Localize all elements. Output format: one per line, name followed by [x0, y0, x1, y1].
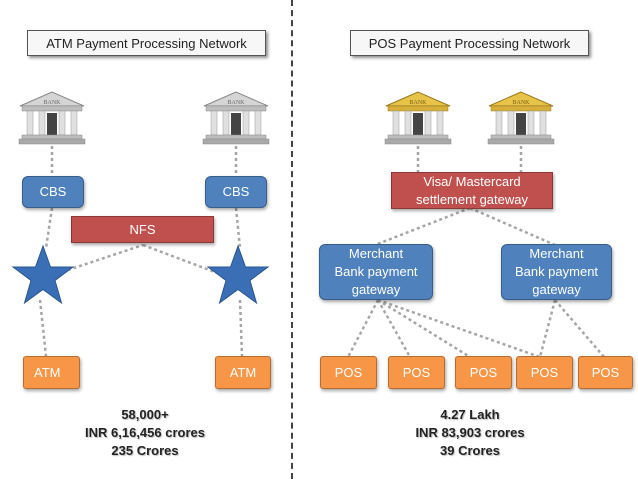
- svg-text:BANK: BANK: [409, 100, 427, 106]
- merchant-gateway-box-left: Merchant Bank payment gateway: [319, 244, 433, 300]
- merchant-to-pos-link-1: [346, 299, 380, 358]
- pos-section-title: POS Payment Processing Network: [350, 30, 589, 56]
- bank-icon-pos-left: BANK: [384, 91, 452, 145]
- star-switch-icon-left: [11, 244, 75, 305]
- merchant-to-pos-link-3: [377, 298, 471, 359]
- section-divider: [291, 0, 293, 479]
- atm-stat-volume: 235 Crores: [111, 443, 179, 458]
- bank-icon-atm-left: BANK: [18, 91, 86, 145]
- merchant-to-pos-link-5: [538, 299, 557, 358]
- cbs-box-left: CBS: [22, 176, 84, 208]
- pos-terminal-1: POS: [320, 356, 377, 389]
- merchant-to-pos-link-6: [554, 299, 605, 358]
- merchant-to-pos-link-4: [377, 298, 541, 359]
- atm-terminal-left: ATM: [23, 356, 80, 389]
- pos-stats: 4.27 Lakh INR 83,903 crores 39 Crores: [385, 406, 555, 460]
- pos-stat-count: 4.27 Lakh: [440, 407, 500, 422]
- atm-stat-value: INR 6,16,456 crores: [85, 425, 205, 440]
- pos-terminal-4: POS: [516, 356, 573, 389]
- pos-terminal-5: POS: [578, 356, 633, 389]
- cbs-to-switch-link-left: [44, 207, 54, 249]
- switch-to-atm-link-right: [238, 299, 244, 357]
- settlement-to-merchant-link-left: [374, 206, 471, 247]
- settlement-to-merchant-link-right: [469, 206, 556, 247]
- atm-stat-count: 58,000+: [121, 407, 169, 422]
- settlement-gateway-box: Visa/ Mastercard settlement gateway: [391, 172, 553, 209]
- switch-to-nfs-link-left: [61, 243, 144, 274]
- atm-stats: 58,000+ INR 6,16,456 crores 235 Crores: [60, 406, 230, 460]
- svg-text:BANK: BANK: [227, 100, 245, 106]
- atm-section-title: ATM Payment Processing Network: [27, 30, 266, 56]
- merchant-to-pos-link-2: [376, 299, 412, 358]
- star-switch-icon-right: [206, 244, 270, 305]
- bank-icon-atm-right: BANK: [202, 91, 270, 145]
- pos-terminal-2: POS: [388, 356, 445, 389]
- pos-stat-volume: 39 Crores: [440, 443, 500, 458]
- switch-to-nfs-link-right: [142, 243, 221, 276]
- atm-terminal-right: ATM: [215, 356, 271, 389]
- svg-text:BANK: BANK: [512, 100, 530, 106]
- svg-text:BANK: BANK: [43, 100, 61, 106]
- switch-to-atm-link-left: [38, 299, 48, 357]
- bank-icon-pos-right: BANK: [487, 91, 555, 145]
- cbs-to-switch-link-right: [234, 207, 242, 249]
- nfs-box: NFS: [71, 216, 214, 243]
- merchant-gateway-box-right: Merchant Bank payment gateway: [501, 244, 612, 300]
- cbs-box-right: CBS: [205, 176, 267, 208]
- pos-terminal-3: POS: [455, 356, 512, 389]
- pos-stat-value: INR 83,903 crores: [415, 425, 525, 440]
